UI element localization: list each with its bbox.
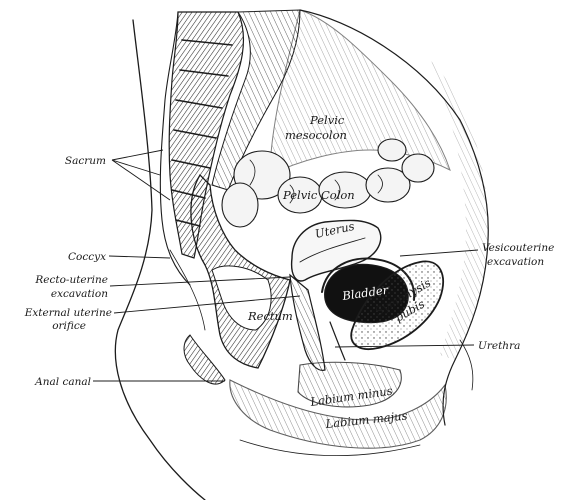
label-rectum: Rectum [247,309,293,323]
sacral-segments [171,39,233,227]
leader-lines [93,149,479,382]
label-coccyx: Coccyx [68,251,106,263]
abdominal-wall-inner [430,60,489,360]
anal-sphincter [183,334,226,385]
label-anal-canal: Anal canal [34,376,91,388]
label-bladder: Bladder [340,282,390,303]
rectum-lumen [211,265,272,331]
label-sacrum: Sacrum [65,155,106,167]
abdominal-wall [299,9,489,426]
label-pelvic-mesocolon-line1: Pelvic [309,113,345,127]
back-outline [159,11,191,286]
contour-lines [169,249,474,457]
label-recto-uterine-line1: Recto-uterine [34,274,108,286]
labium-minus [297,361,402,408]
label-urethra: Urethra [478,340,520,352]
label-pelvic-mesocolon-line2: mesocolon [285,128,347,142]
body-outline [114,19,206,500]
label-recto-uterine-line2: excavation [51,288,108,300]
uterus [290,219,382,282]
label-pelvic-colon: Pelvic Colon [282,188,355,202]
vagina [289,273,326,371]
pelvic-colon-loops [221,138,435,228]
colon-haustra [249,159,383,204]
labium-majus [229,379,447,449]
label-external-uterine-line2: orifice [52,320,86,332]
label-vesicouterine-line1: Vesicouterine [482,242,554,254]
label-vesicouterine-line2: excavation [487,256,544,268]
uterine-cavity [299,237,366,263]
symphysis-pubis [350,260,444,350]
urethra-tract [329,321,346,361]
mesocolon-region [269,9,451,176]
vertebral-column [168,11,245,259]
label-external-uterine-line1: External uterine [24,307,112,319]
